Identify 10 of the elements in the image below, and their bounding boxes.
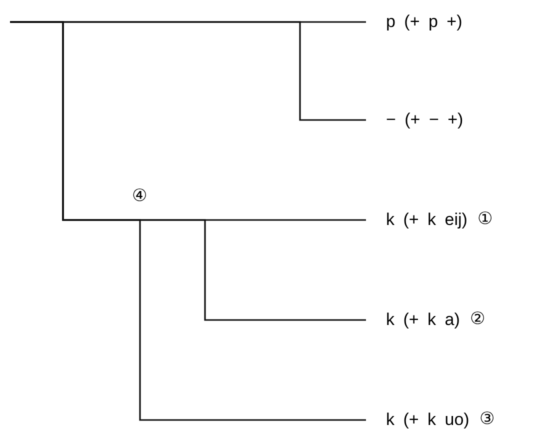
branch-label: k (+ k a) bbox=[386, 309, 460, 332]
circled-number: ③ bbox=[479, 408, 494, 432]
circled-number: ② bbox=[470, 308, 485, 332]
tree-line bbox=[10, 21, 366, 421]
circled-number: ① bbox=[477, 208, 492, 232]
branch-label: − (+ − +) bbox=[386, 109, 464, 132]
branch-label: k (+ k eij) bbox=[386, 209, 468, 232]
circled-number: ④ bbox=[132, 185, 147, 208]
branch-label: p (+ p +) bbox=[386, 11, 462, 34]
branch-label: k (+ k uo) bbox=[386, 409, 470, 432]
